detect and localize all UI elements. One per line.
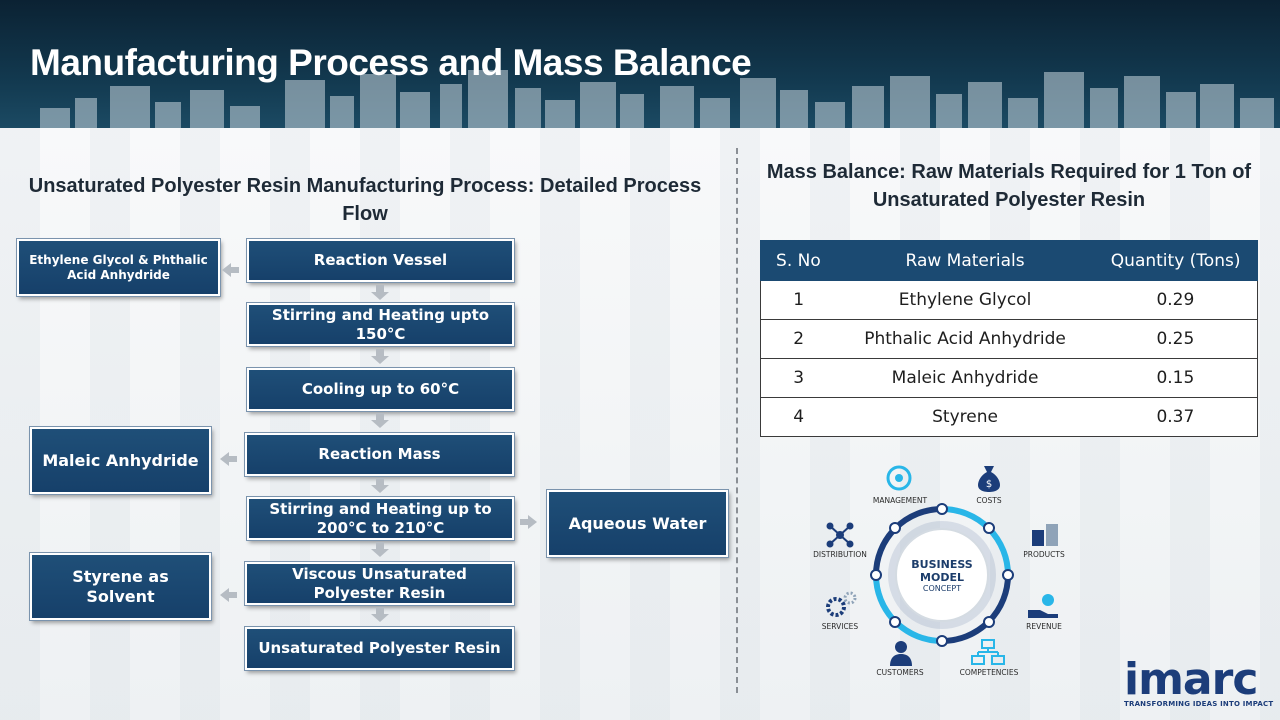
arrow-right-icon xyxy=(520,515,538,529)
cell-sno: 3 xyxy=(760,358,837,398)
cell-sno: 4 xyxy=(760,397,837,437)
section-divider xyxy=(736,148,738,693)
step-heating-150: Stirring and Heating upto 150°C xyxy=(246,302,515,347)
business-model-ring xyxy=(870,503,1014,647)
column-header-sno: S. No xyxy=(760,240,837,281)
revenue-label: REVENUE xyxy=(1026,622,1062,631)
services-gear-icon xyxy=(826,591,857,617)
table-row: 4 Styrene 0.37 xyxy=(760,397,1258,437)
costs-icon: $ xyxy=(978,466,1000,492)
cell-material: Styrene xyxy=(836,397,1094,437)
step-heating-200-210: Stirring and Heating up to 200°C to 210°… xyxy=(246,496,515,541)
services-label: SERVICES xyxy=(821,622,859,631)
competencies-icon xyxy=(971,639,1005,665)
revenue-icon xyxy=(1028,594,1058,618)
step-viscous-resin: Viscous Unsaturated Polyester Resin xyxy=(244,561,515,606)
logo-tagline: TRANSFORMING IDEAS INTO IMPACT xyxy=(1124,700,1274,708)
styrene-solvent-input-box: Styrene as Solvent xyxy=(29,552,212,621)
cell-material: Phthalic Acid Anhydride xyxy=(836,319,1094,359)
distribution-label: DISTRIBUTION xyxy=(813,550,867,559)
header-banner: Manufacturing Process and Mass Balance xyxy=(0,0,1280,128)
cell-material: Maleic Anhydride xyxy=(836,358,1094,398)
mass-balance-title: Mass Balance: Raw Materials Required for… xyxy=(766,161,1252,211)
step-cooling-60: Cooling up to 60°C xyxy=(246,367,515,412)
cell-sno: 1 xyxy=(760,280,837,320)
maleic-anhydride-input-box: Maleic Anhydride xyxy=(29,426,212,495)
imarc-logo: imarc TRANSFORMING IDEAS INTO IMPACT xyxy=(1124,654,1274,709)
products-label: PRODUCTS xyxy=(1023,550,1065,559)
column-header-quantity: Quantity (Tons) xyxy=(1093,240,1258,281)
costs-label: COSTS xyxy=(976,496,1002,505)
step-reaction-vessel: Reaction Vessel xyxy=(246,238,515,283)
table-row: 2 Phthalic Acid Anhydride 0.25 xyxy=(760,319,1258,359)
skyline-graphic xyxy=(40,70,1274,128)
process-flow-title: Unsaturated Polyester Resin Manufacturin… xyxy=(28,175,702,225)
cell-quantity: 0.25 xyxy=(1093,319,1258,359)
business-model-center: BUSINESS MODEL CONCEPT xyxy=(911,558,973,593)
cell-quantity: 0.29 xyxy=(1093,280,1258,320)
arrow-left-icon xyxy=(220,452,238,466)
step-final-resin: Unsaturated Polyester Resin xyxy=(244,626,515,671)
arrow-left-icon xyxy=(220,588,238,602)
arrow-left-icon xyxy=(222,263,240,277)
ethylene-phthalic-input-box: Ethylene Glycol & Phthalic Acid Anhydrid… xyxy=(16,238,221,297)
step-reaction-mass: Reaction Mass xyxy=(244,432,515,477)
mass-balance-table: S. No Raw Materials Quantity (Tons) 1 Et… xyxy=(760,240,1258,437)
svg-text:$: $ xyxy=(986,479,992,490)
logo-wordmark: imarc xyxy=(1124,654,1258,705)
products-icon xyxy=(1032,524,1058,546)
competencies-label: COMPETENCIES xyxy=(959,668,1019,677)
table-header-row: S. No Raw Materials Quantity (Tons) xyxy=(760,240,1258,281)
management-label: MANAGEMENT xyxy=(872,496,928,505)
customers-label: CUSTOMERS xyxy=(876,668,924,677)
cell-sno: 2 xyxy=(760,319,837,359)
cell-material: Ethylene Glycol xyxy=(836,280,1094,320)
distribution-icon xyxy=(826,522,854,548)
cell-quantity: 0.37 xyxy=(1093,397,1258,437)
customers-icon xyxy=(890,641,912,666)
aqueous-water-output-box: Aqueous Water xyxy=(546,489,729,558)
table-row: 1 Ethylene Glycol 0.29 xyxy=(760,280,1258,320)
cell-quantity: 0.15 xyxy=(1093,358,1258,398)
page-title: Manufacturing Process and Mass Balance xyxy=(30,42,752,83)
table-row: 3 Maleic Anhydride 0.15 xyxy=(760,358,1258,398)
column-header-materials: Raw Materials xyxy=(835,240,1095,281)
management-icon xyxy=(886,465,912,491)
